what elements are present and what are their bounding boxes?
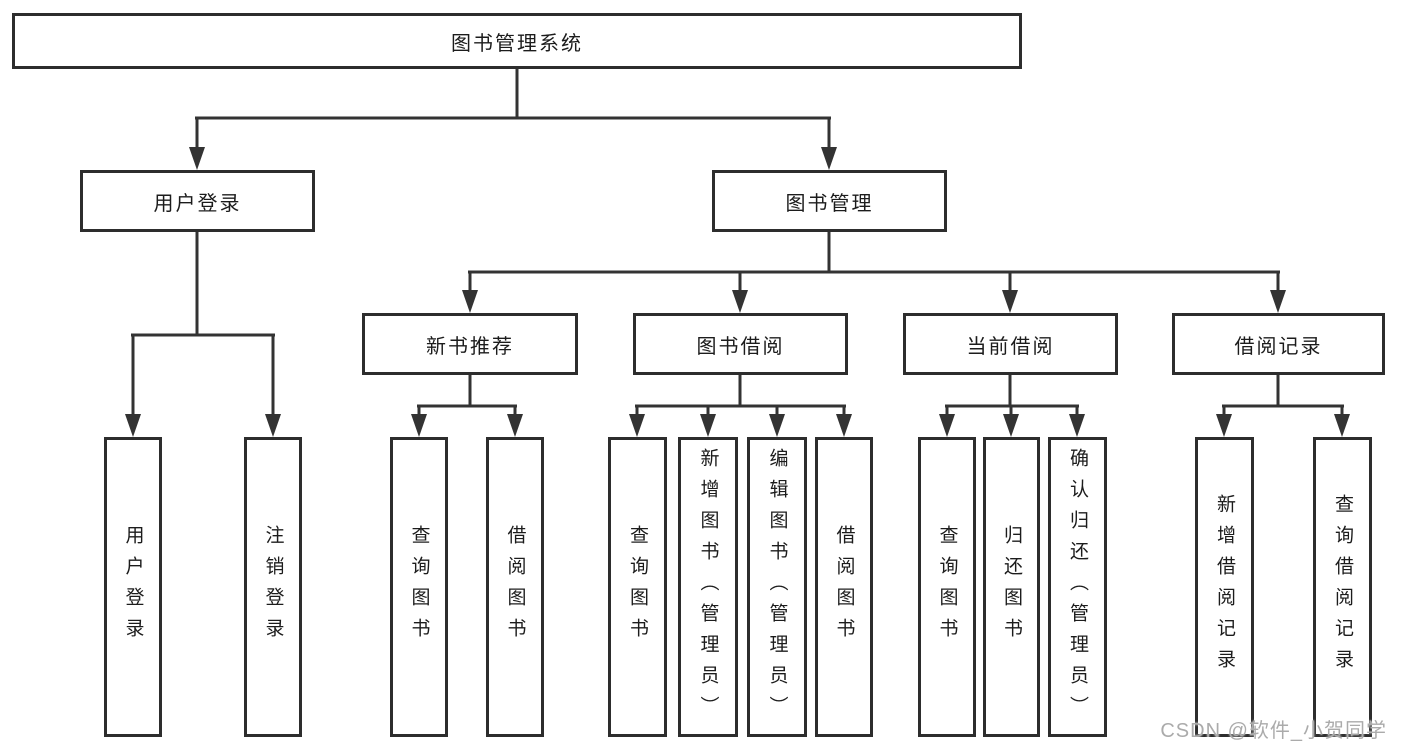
leaf-add-books-admin: 新增图书（管理员）	[678, 437, 738, 737]
node-new-book-recommend: 新书推荐	[362, 313, 578, 375]
leaf-query-books-current: 查询图书	[918, 437, 976, 737]
leaf-query-books-borrow: 查询图书	[608, 437, 667, 737]
leaf-confirm-return-admin: 确认归还（管理员）	[1048, 437, 1107, 737]
leaf-query-books-recommend: 查询图书	[390, 437, 448, 737]
leaf-return-books: 归还图书	[983, 437, 1040, 737]
leaf-label: 用户登录	[122, 525, 144, 649]
node-borrow-record: 借阅记录	[1172, 313, 1385, 375]
leaf-label: 确认归还（管理员）	[1067, 447, 1088, 727]
leaf-label: 查询图书	[627, 525, 648, 649]
leaf-label: 编辑图书（管理员）	[766, 447, 788, 727]
node-current-borrow: 当前借阅	[903, 313, 1118, 375]
leaf-label: 借阅图书	[504, 525, 526, 649]
node-label: 图书管理系统	[451, 32, 583, 55]
leaf-user-login: 用户登录	[104, 437, 162, 737]
node-label: 图书管理	[785, 192, 874, 215]
node-label: 借阅记录	[1234, 335, 1323, 358]
leaf-add-borrow-record: 新增借阅记录	[1195, 437, 1254, 737]
node-book-borrow: 图书借阅	[633, 313, 848, 375]
node-user-login: 用户登录	[80, 170, 315, 232]
leaf-logout-login: 注销登录	[244, 437, 302, 737]
node-label: 用户登录	[153, 192, 242, 215]
csdn-watermark: CSDN @软件_小贺同学	[1160, 720, 1387, 742]
leaf-borrow-books: 借阅图书	[815, 437, 873, 737]
leaf-label: 归还图书	[1001, 525, 1022, 649]
leaf-label: 注销登录	[262, 525, 284, 649]
leaf-label: 查询借阅记录	[1332, 494, 1353, 680]
node-book-management: 图书管理	[712, 170, 947, 232]
leaf-label: 查询图书	[408, 525, 430, 649]
leaf-label: 新增借阅记录	[1214, 494, 1235, 680]
node-label: 图书借阅	[696, 335, 785, 358]
leaf-label: 查询图书	[936, 525, 958, 649]
node-label: 新书推荐	[426, 335, 514, 358]
node-label: 当前借阅	[966, 335, 1055, 358]
node-library-management-system: 图书管理系统	[12, 13, 1022, 69]
leaf-label: 新增图书（管理员）	[697, 447, 719, 727]
leaf-borrow-books-recommend: 借阅图书	[486, 437, 544, 737]
leaf-edit-books-admin: 编辑图书（管理员）	[747, 437, 807, 737]
leaf-label: 借阅图书	[833, 525, 855, 649]
leaf-query-borrow-record: 查询借阅记录	[1313, 437, 1372, 737]
